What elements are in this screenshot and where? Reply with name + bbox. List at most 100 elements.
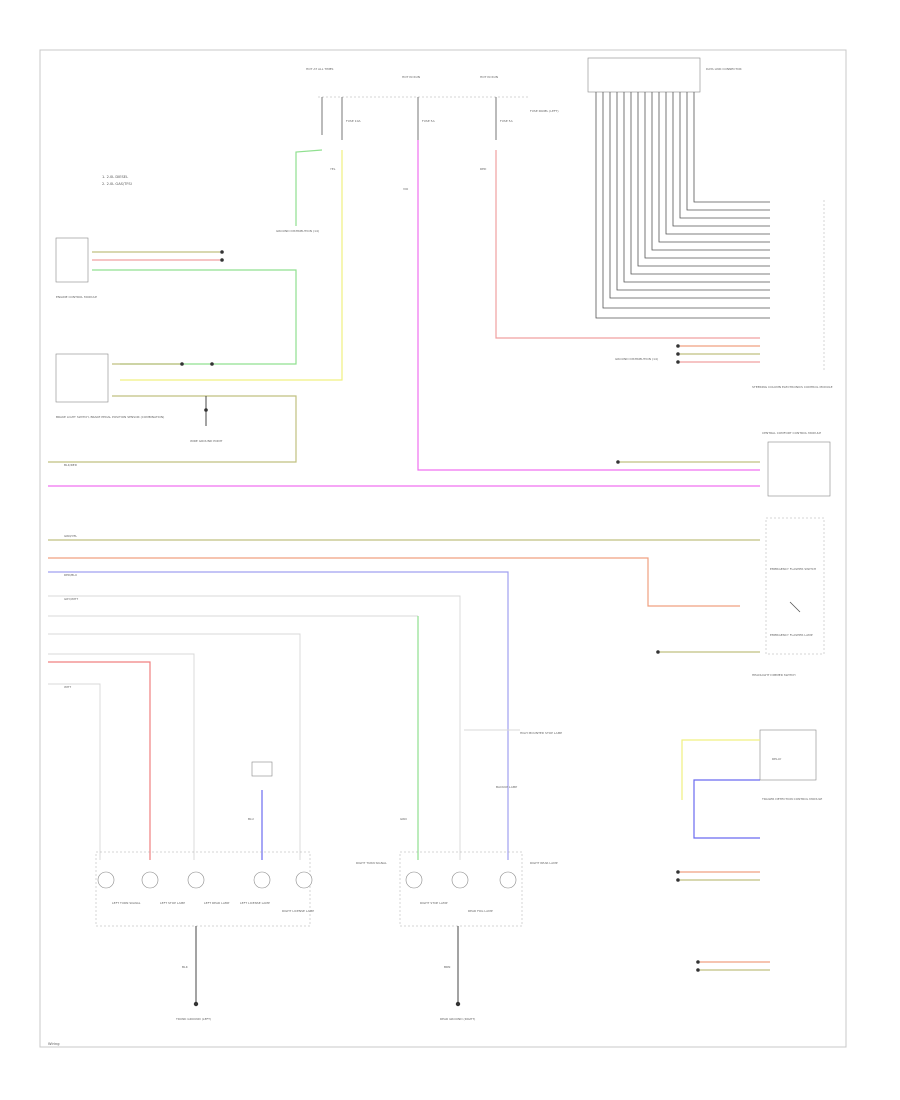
rear-left-housing (95, 851, 311, 927)
trailer-module-label: TRAILER DETECTION CONTROL MODULE (761, 797, 822, 801)
connector-dot-1 (676, 344, 680, 348)
brake-switch-box (55, 353, 109, 403)
lamp-left-stop (141, 871, 159, 889)
wire-label-bu: BLU (248, 817, 254, 821)
data-link-connector: DATA LINK CONNECTOR (587, 57, 742, 93)
trailer-dot-1 (676, 870, 680, 874)
ground-right-label: REAR GROUND (RIGHT) (440, 1017, 475, 1021)
lamp-right-turn (405, 871, 423, 889)
bundle-wire-15 (693, 92, 770, 203)
fuse-run-label-1: HOT IN RUN (402, 75, 420, 79)
gray-bus-wire-1 (48, 595, 461, 860)
brake-wire-2 (48, 395, 297, 463)
ecm-dot-2 (220, 258, 224, 262)
pink-wire-fuse2 (417, 140, 760, 471)
ground-right-dot (455, 1001, 461, 1007)
trailer-blue-wire (693, 779, 760, 839)
trailer-dot-2 (676, 878, 680, 882)
rear-lamp-assembly-left: LEFT TURN SIGNAL LEFT STOP LAMP LEFT REA… (95, 851, 314, 927)
emergency-flasher-box (765, 517, 825, 655)
lamp-left-tail (187, 871, 205, 889)
label-right-rear: RIGHT REAR LAMP (530, 861, 558, 865)
bundle-wire-12 (672, 92, 770, 227)
label-license-right: RIGHT LICENSE LAMP (282, 909, 314, 913)
ecm-dot-1 (220, 250, 224, 254)
lamp-right-stop (451, 871, 469, 889)
brake-switch-label: BRAKE LIGHT SWITCH, BRAKE PEDAL POSITION… (56, 415, 164, 419)
label-left-turn: LEFT TURN SIGNAL (112, 901, 141, 905)
bundle-wire-11 (665, 92, 770, 235)
lamp-license-right (295, 871, 313, 889)
pink-wire-fuse3 (495, 150, 760, 339)
wire-label-rd-bu: RED/BLU (64, 573, 77, 577)
label-left-rear: LEFT REAR LAMP (204, 901, 229, 905)
dimmer-label: HEADLIGHT DIMMER SWITCH (752, 673, 796, 677)
emergency-switch-label: EMERGENCY FLASHER SWITCH (770, 567, 816, 571)
rear-lamp-assembly-right: RIGHT TURN SIGNAL RIGHT STOP LAMP RIGHT … (356, 785, 558, 927)
ground-left-dot (193, 1001, 199, 1007)
trailer-module: RELAY TRAILER DETECTION CONTROL MODULE (676, 729, 822, 972)
bundle-wires (595, 92, 770, 319)
central-comfort-label: CENTRAL COMFORT CONTROL MODULE (762, 431, 821, 435)
data-link-label: DATA LINK CONNECTOR (706, 67, 742, 71)
ground-dist-label-1: GROUND DISTRIBUTION (14) (615, 357, 658, 361)
fuse-label-1: FUSE 10A (346, 119, 361, 123)
bundle-wire-5 (623, 92, 770, 283)
engine-legend: 1. 2.0L DIESEL 2. 2.0L GAS/TFSI (102, 175, 132, 186)
legend-line-1: 1. 2.0L DIESEL (102, 175, 128, 179)
bundle-wire-4 (616, 92, 770, 291)
fuse-label-2: FUSE 5A (422, 119, 436, 123)
license-connector (251, 761, 273, 777)
bundle-wire-1 (595, 92, 770, 319)
connector-dot-2 (676, 352, 680, 356)
brake-ground-dot (204, 408, 208, 412)
connector-dot-4 (616, 460, 620, 464)
ecm-wire-3 (92, 269, 297, 365)
yellow-wire-fuse1 (120, 150, 343, 381)
red-bus-wire (48, 661, 151, 860)
data-link-box (587, 57, 701, 93)
wire-label-gn: GRN (400, 817, 407, 821)
steering-module-label: STEERING COLUMN ELECTRONICS CONTROL MODU… (752, 385, 833, 389)
trailer-dot-3 (696, 960, 700, 964)
bundle-wire-10 (658, 92, 770, 243)
violet-bus-wire (48, 571, 509, 860)
emergency-switch-arm (789, 601, 801, 613)
wire-ground-label: WIRE GROUND POINT (190, 439, 223, 443)
lamp-right-tail (499, 871, 517, 889)
wire-label-wh: WHT (64, 685, 71, 689)
emergency-lamp-label: EMERGENCY FLASHER LAMP (770, 633, 813, 637)
wire-label-gn-ye: GRN/YEL (64, 534, 77, 538)
wire-label-bk-rd: BLK/RED (64, 463, 78, 467)
engine-control-module: ENGINE CONTROL MODULE (55, 237, 297, 365)
label-right-turn: RIGHT TURN SIGNAL (356, 861, 387, 865)
ecm-box (55, 237, 89, 283)
bundle-wire-3 (609, 92, 770, 299)
relay-label: RELAY (772, 757, 782, 761)
rear-right-housing (399, 851, 523, 927)
footer-label: Wiring (48, 1042, 60, 1046)
trailer-yellow-wire (681, 739, 760, 800)
central-comfort-box (767, 441, 831, 497)
brake-dot-1 (180, 362, 184, 366)
legend-line-2: 2. 2.0L GAS/TFSI (102, 182, 132, 186)
brake-dot-2 (210, 362, 214, 366)
fuse-hot-label: HOT AT ALL TIMES (306, 67, 334, 71)
brake-light-switch: BRAKE LIGHT SWITCH, BRAKE PEDAL POSITION… (48, 353, 297, 463)
wire-label-br: BRN (444, 965, 450, 969)
gray-bus-wire-3 (48, 633, 301, 860)
green-wire-ground (295, 149, 323, 226)
fuse-panel: HOT AT ALL TIMES HOT IN RUN HOT IN RUN F… (306, 67, 559, 140)
label-right-stop: RIGHT STOP LAMP (420, 901, 448, 905)
label-backup: BACKUP LAMP (496, 785, 517, 789)
label-left-stop: LEFT STOP LAMP (160, 901, 185, 905)
wire-label-bk: BLK (182, 965, 189, 969)
bundle-wire-7 (637, 92, 770, 267)
bundle-wire-6 (630, 92, 770, 275)
lamp-left-turn (97, 871, 115, 889)
emergency-dot (656, 650, 660, 654)
trailer-relay-box (759, 729, 817, 781)
trailer-dot-4 (696, 968, 700, 972)
connector-dot-3 (676, 360, 680, 364)
